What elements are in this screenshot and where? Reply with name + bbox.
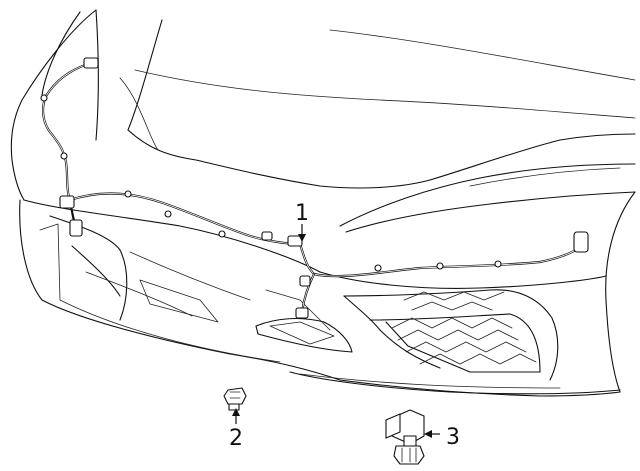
callout-3-arrowhead (424, 430, 432, 438)
harness-clip (299, 275, 311, 287)
callout-1-label: 1 (295, 201, 309, 226)
harness-connector (69, 219, 83, 237)
harness-clip (59, 195, 75, 209)
harness-clip (374, 264, 382, 272)
harness-clip (124, 190, 132, 198)
part-2-clip (223, 387, 247, 411)
callout-1-arrowhead (298, 234, 306, 242)
callout-3: 3 (424, 425, 460, 450)
harness-clip (164, 210, 172, 218)
callout-3-label: 3 (446, 425, 460, 450)
harness-clip (218, 230, 226, 238)
harness-clip (261, 231, 273, 241)
harness-clip (60, 152, 68, 160)
wiring-harness (40, 57, 589, 319)
car-body (10, 9, 636, 397)
callout-2-label: 2 (229, 426, 243, 451)
harness-connector (295, 307, 309, 319)
harness-clip (40, 94, 48, 102)
callout-1: 1 (295, 201, 309, 242)
callout-2: 2 (229, 408, 243, 451)
grille-mesh (391, 291, 537, 365)
harness-connector (83, 57, 99, 69)
harness-clip (494, 260, 502, 268)
harness-connector (573, 231, 589, 253)
callout-2-arrowhead (232, 408, 240, 416)
harness-clip (436, 262, 444, 270)
part-3-sensor (385, 409, 425, 465)
